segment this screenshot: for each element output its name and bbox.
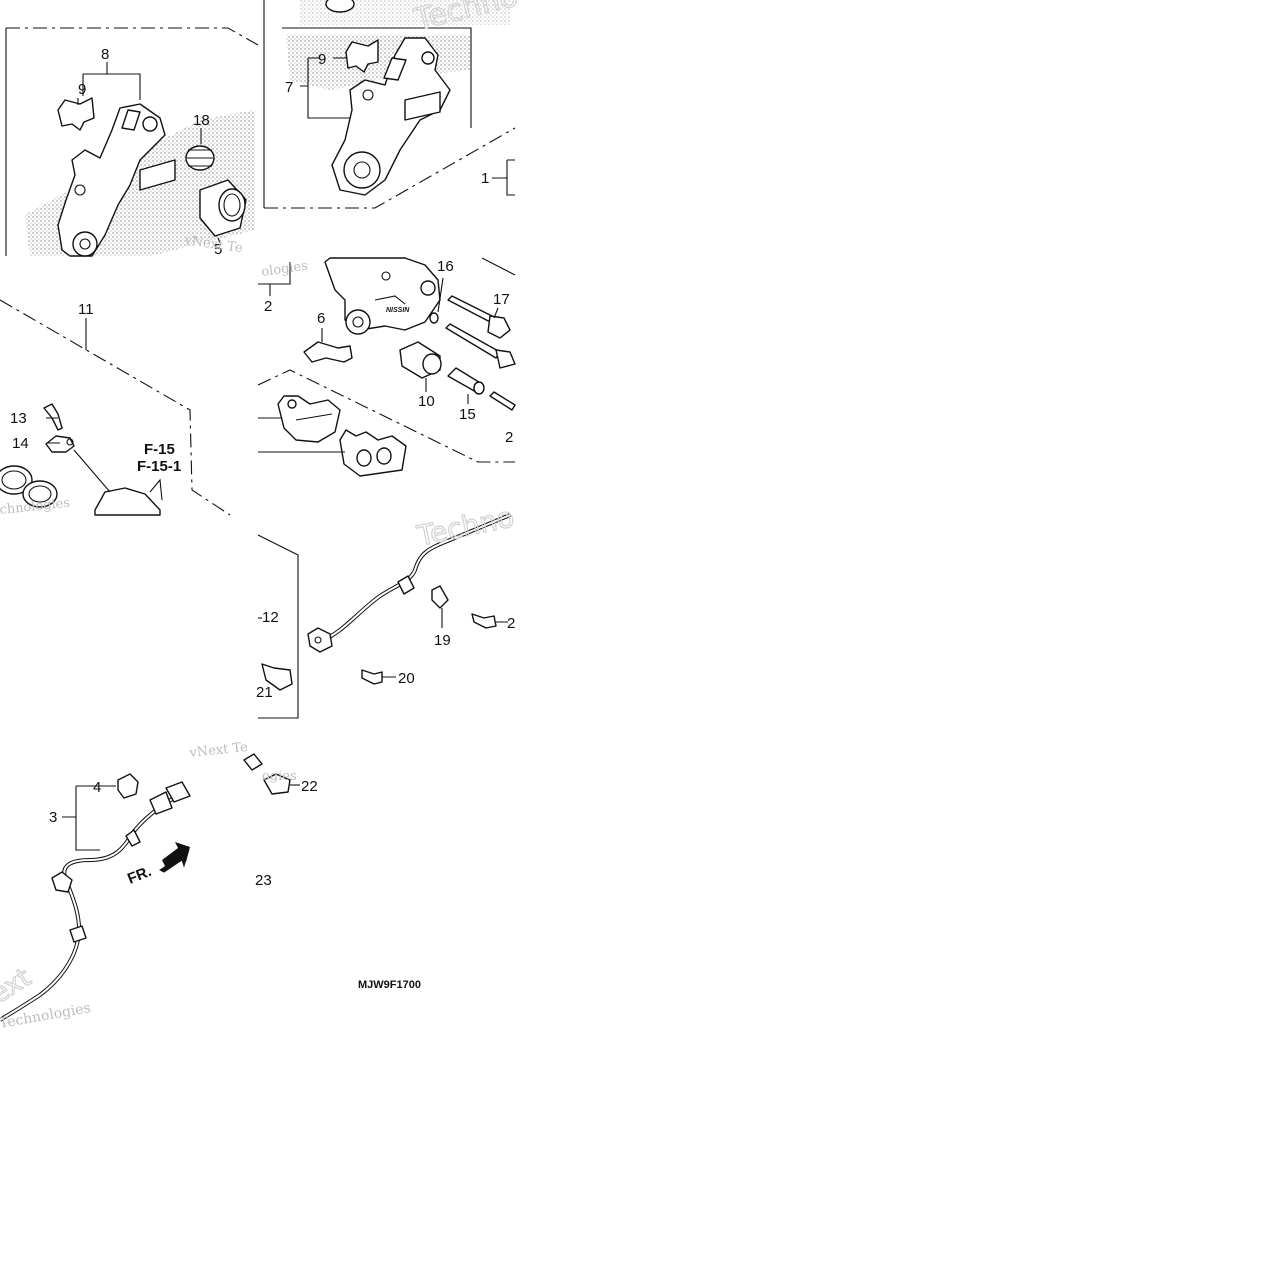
callout-19: 19	[434, 632, 451, 649]
brake-pad-icon	[339, 429, 407, 477]
callout-1: 1	[481, 170, 489, 187]
caliper-logo: NISSIN	[386, 307, 410, 314]
callout-11: 11	[78, 301, 94, 318]
callout-15: 15	[459, 406, 476, 423]
pad-spring-icon	[303, 341, 353, 363]
watermark: Techno	[414, 500, 517, 553]
callout-10: 10	[418, 393, 435, 410]
clip-icon	[117, 773, 139, 799]
bleeder-cap-icon	[45, 435, 75, 453]
front-direction-arrow-icon	[159, 842, 190, 873]
tile-harness: FR. 4 3 vNext Te ext Technologies	[0, 740, 249, 1032]
callout-18: 18	[193, 112, 210, 129]
bolt-icon	[261, 613, 497, 691]
callout-14: 14	[12, 435, 29, 452]
watermark: ologies	[260, 259, 308, 280]
boot-icon	[185, 145, 215, 171]
brake-pad-icon	[277, 395, 341, 443]
callout-5: 5	[214, 241, 222, 258]
callout-2-sensor: 2	[507, 615, 515, 632]
boot-icon	[399, 341, 442, 379]
callout-23: 23	[255, 872, 272, 889]
callout-9: 9	[78, 81, 86, 98]
caliper-bracket-icon	[57, 103, 176, 257]
tile-bracket-right: 9 7 1 Techno	[263, 0, 522, 209]
brake-caliper-icon: NISSIN	[324, 257, 441, 335]
cable-clamp-icon	[431, 585, 449, 609]
ref-f15: F-15	[144, 441, 175, 458]
callout-20: 20	[398, 670, 415, 687]
collar-icon	[199, 179, 247, 237]
callout-13: 13	[10, 410, 27, 427]
pad-spring-icon	[57, 97, 95, 131]
front-direction-label: FR.	[125, 863, 154, 888]
pin-bolt-icon	[445, 295, 516, 369]
tile-caliper-left: 11 13 14 F-15 F-15-1 chnologies	[0, 299, 231, 518]
caliper-bracket-icon	[331, 37, 451, 196]
watermark: ogies	[262, 769, 297, 784]
callout-12: 12	[262, 609, 279, 626]
callout-17: 17	[493, 291, 510, 308]
watermark: chnologies	[0, 496, 71, 518]
callout-2-right: 2	[505, 429, 513, 446]
piston-seal-icon	[0, 465, 58, 508]
callout-2: 2	[264, 298, 272, 315]
tile-bracket-left: 8 9 18 5 vNext Te	[5, 27, 259, 258]
pad-spring-icon	[345, 39, 379, 73]
watermark: vNext Te	[188, 740, 249, 761]
tile-caliper-right: NISSIN	[257, 257, 516, 477]
callout-9: 9	[318, 51, 326, 68]
callout-7: 7	[285, 79, 293, 96]
callout-6: 6	[317, 310, 325, 327]
ref-f15-1: F-15-1	[137, 458, 181, 475]
callout-22: 22	[301, 778, 318, 795]
callout-3: 3	[49, 809, 57, 826]
callout-8: 8	[101, 46, 109, 63]
o-ring-icon	[429, 312, 439, 324]
bleeder-screw-icon	[43, 403, 63, 431]
tile-small-parts: 22 23 ogies MJW9F1700	[243, 753, 421, 991]
callout-4: 4	[93, 779, 101, 796]
sleeve-icon	[447, 367, 485, 395]
callout-21: 21	[256, 684, 273, 701]
tile-sensor: 12 19 20 2 21 Techno	[256, 500, 518, 719]
clip-icon	[243, 753, 291, 795]
wheel-speed-sensor-icon	[307, 575, 415, 653]
diagram-code: MJW9F1700	[358, 979, 421, 991]
wiring-harness-icon	[0, 781, 191, 1022]
callout-16: 16	[437, 258, 454, 275]
watermark: Technologies	[0, 1000, 92, 1032]
